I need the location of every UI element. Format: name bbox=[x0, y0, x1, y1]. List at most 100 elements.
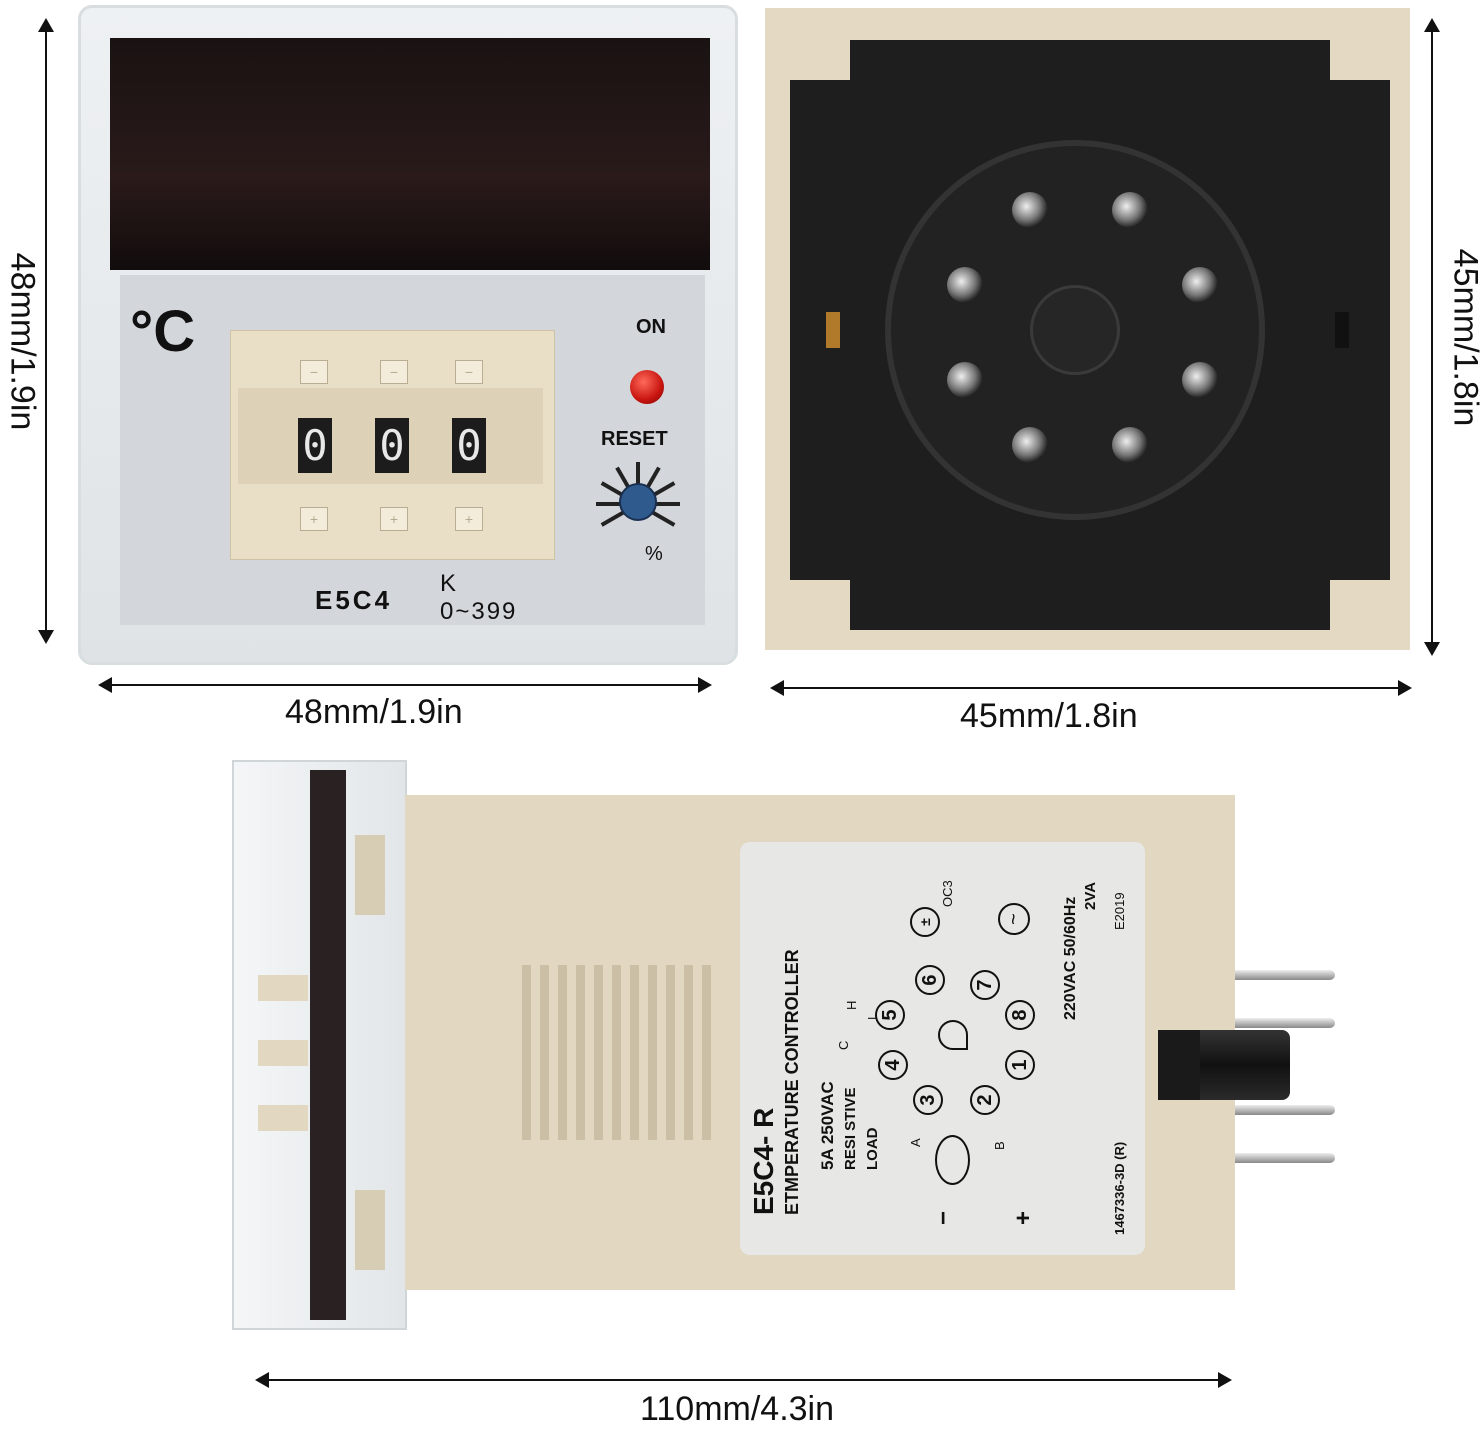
terminal-4: 4 bbox=[878, 1050, 908, 1080]
back-width-label: 45mm/1.8in bbox=[960, 697, 1138, 736]
pin bbox=[1012, 427, 1048, 463]
wiring-label: E5C4- R ETMPERATURE CONTROLLER 5A 250VAC… bbox=[740, 842, 1145, 1255]
pin bbox=[1112, 192, 1148, 228]
percent-label: % bbox=[645, 543, 663, 566]
vent-slot bbox=[684, 965, 693, 1140]
front-height-arrow bbox=[45, 25, 47, 635]
side-length-arrow bbox=[265, 1379, 1220, 1381]
digit-tens: 0 bbox=[375, 418, 409, 473]
side-length-label: 110mm/4.3in bbox=[640, 1390, 834, 1429]
ac-source-icon: ~ bbox=[998, 903, 1030, 935]
key-symbol bbox=[938, 1020, 968, 1050]
latch-slot bbox=[1335, 312, 1349, 348]
front-height-label: 48mm/1.9in bbox=[3, 252, 42, 432]
arrowhead bbox=[698, 677, 712, 693]
arrowhead bbox=[1218, 1372, 1232, 1388]
arrowhead bbox=[770, 680, 784, 696]
pin bbox=[1112, 427, 1148, 463]
vent-slot bbox=[522, 965, 531, 1140]
digit-ones: 0 bbox=[452, 418, 486, 473]
terminal-c: C bbox=[836, 1041, 851, 1050]
vent-slot bbox=[630, 965, 639, 1140]
reset-label: RESET bbox=[601, 428, 668, 451]
terminal-h: H bbox=[844, 1001, 859, 1010]
on-label: ON bbox=[636, 316, 666, 339]
body-tab bbox=[355, 835, 385, 915]
oc-symbol-icon: ± bbox=[910, 907, 940, 937]
display-window bbox=[110, 38, 710, 270]
clip bbox=[258, 1040, 308, 1066]
key-cylinder bbox=[1200, 1030, 1290, 1100]
label-rating1: 5A 250VAC bbox=[818, 1081, 838, 1170]
unit-label: °C bbox=[130, 298, 195, 365]
pin bbox=[1012, 192, 1048, 228]
label-rating2: RESI STIVE bbox=[842, 1087, 859, 1170]
back-width-arrow bbox=[780, 687, 1400, 689]
minus-button-1[interactable]: − bbox=[300, 360, 328, 384]
minus-button-2[interactable]: − bbox=[380, 360, 408, 384]
label-part-number: 1467336-3D (R) bbox=[1112, 1142, 1127, 1235]
front-width-label: 48mm/1.9in bbox=[285, 693, 463, 732]
label-model: E5C4- R bbox=[748, 1108, 780, 1215]
arrowhead bbox=[38, 630, 54, 644]
arrowhead bbox=[1424, 18, 1440, 32]
plus-button-3[interactable]: + bbox=[455, 507, 483, 531]
on-indicator-led bbox=[630, 370, 664, 404]
plus-button-2[interactable]: + bbox=[380, 507, 408, 531]
label-power-va: 2VA bbox=[1082, 882, 1099, 910]
terminal-7: 7 bbox=[970, 970, 1000, 1000]
clip bbox=[258, 1105, 308, 1131]
pin bbox=[1182, 267, 1218, 303]
center-key bbox=[1030, 285, 1120, 375]
vent-slot bbox=[702, 965, 711, 1140]
reset-knob[interactable] bbox=[619, 483, 657, 521]
pin bbox=[1182, 362, 1218, 398]
model-label: E5C4 bbox=[315, 585, 392, 616]
arrowhead bbox=[1424, 642, 1440, 656]
front-width-arrow bbox=[108, 684, 703, 686]
clip bbox=[258, 975, 308, 1001]
arrowhead bbox=[255, 1372, 269, 1388]
terminal-b: B bbox=[992, 1141, 1007, 1150]
vent-slot bbox=[594, 965, 603, 1140]
vent-slot bbox=[666, 965, 675, 1140]
terminal-plus: + bbox=[1010, 1211, 1038, 1225]
thermocouple-symbol bbox=[935, 1135, 970, 1185]
arrowhead bbox=[98, 677, 112, 693]
label-title: ETMPERATURE CONTROLLER bbox=[782, 949, 803, 1215]
back-height-arrow bbox=[1431, 25, 1433, 645]
terminal-8: 8 bbox=[1005, 1000, 1035, 1030]
vent-slot bbox=[540, 965, 549, 1140]
arrowhead bbox=[1398, 680, 1412, 696]
terminal-1: 1 bbox=[1005, 1050, 1035, 1080]
back-height-label: 45mm/1.8in bbox=[1446, 248, 1480, 428]
key-post bbox=[1158, 1030, 1203, 1100]
label-rating3: LOAD bbox=[864, 1128, 881, 1171]
label-code: E2019 bbox=[1112, 892, 1127, 930]
vent-slot bbox=[612, 965, 621, 1140]
pin bbox=[947, 267, 983, 303]
connector-pin bbox=[1235, 1105, 1335, 1115]
minus-button-3[interactable]: − bbox=[455, 360, 483, 384]
label-power: 220VAC 50/60Hz bbox=[1062, 897, 1080, 1020]
bezel-edge bbox=[310, 770, 346, 1320]
vent-slot bbox=[648, 965, 657, 1140]
vent-slot bbox=[576, 965, 585, 1140]
plus-button-1[interactable]: + bbox=[300, 507, 328, 531]
terminal-6: 6 bbox=[915, 965, 945, 995]
connector-pin bbox=[1235, 1018, 1335, 1028]
terminal-a: A bbox=[908, 1138, 923, 1147]
terminal-2: 2 bbox=[970, 1085, 1000, 1115]
range-label: K 0~399 bbox=[440, 570, 517, 626]
terminal-minus: − bbox=[930, 1211, 958, 1225]
digit-hundreds: 0 bbox=[298, 418, 332, 473]
pin bbox=[947, 362, 983, 398]
latch-slot bbox=[826, 312, 840, 348]
arrowhead bbox=[38, 18, 54, 32]
connector-pin bbox=[1235, 1153, 1335, 1163]
body-tab bbox=[355, 1190, 385, 1270]
label-oc: OC3 bbox=[940, 880, 955, 907]
terminal-l: L bbox=[865, 1013, 880, 1020]
connector-pin bbox=[1235, 970, 1335, 980]
vent-slot bbox=[558, 965, 567, 1140]
